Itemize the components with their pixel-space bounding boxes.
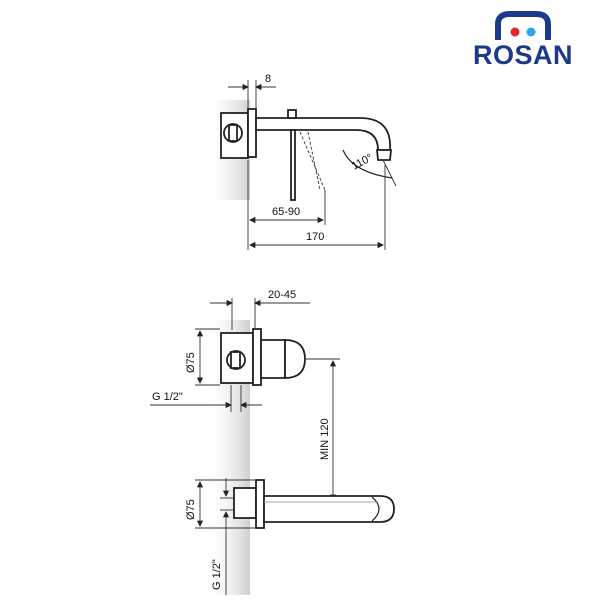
lever-swing-line [299,131,326,191]
min120-label: MIN 120 [319,418,331,460]
bot-d75-label: Ø75 [185,499,197,520]
front-view: 20-45 Ø75 G 1/2" MIN 120 Ø75 G 1/2 [150,289,395,595]
logo-arc-icon [495,11,551,40]
angle-leg [382,159,397,187]
dim-170-label: 170 [306,231,324,243]
dim-6590-label: 65-90 [272,206,300,218]
bot-wall-box [233,487,257,519]
bot-g12-label: G 1/2" [211,559,223,590]
mid-cartridge [260,339,286,379]
mid-flange [252,328,262,386]
spout-aerator [376,149,392,161]
spout-body [255,117,391,151]
flange-plate [247,108,257,158]
mid-g12-label: G 1/2" [152,391,183,403]
lever-cap [287,109,297,119]
valve-core [228,124,238,142]
lever-swing-line-2 [307,131,321,191]
lever-handle [290,129,296,201]
mid-handle-cap [284,339,306,379]
angle-arc [342,149,393,179]
logo-wordmark: ROSAN [472,40,573,70]
mid-valve-core [230,351,241,369]
dim-2045-label: 20-45 [268,289,296,301]
bot-flange [255,479,265,529]
side-view: 110° 8 65-90 170 [205,73,397,250]
rosan-logo: ROSAN [458,10,588,72]
bot-spout [263,495,395,523]
dim-8-label: 8 [265,73,271,85]
bot-spout-outlet [371,496,380,522]
mid-d75-label: Ø75 [185,352,197,373]
